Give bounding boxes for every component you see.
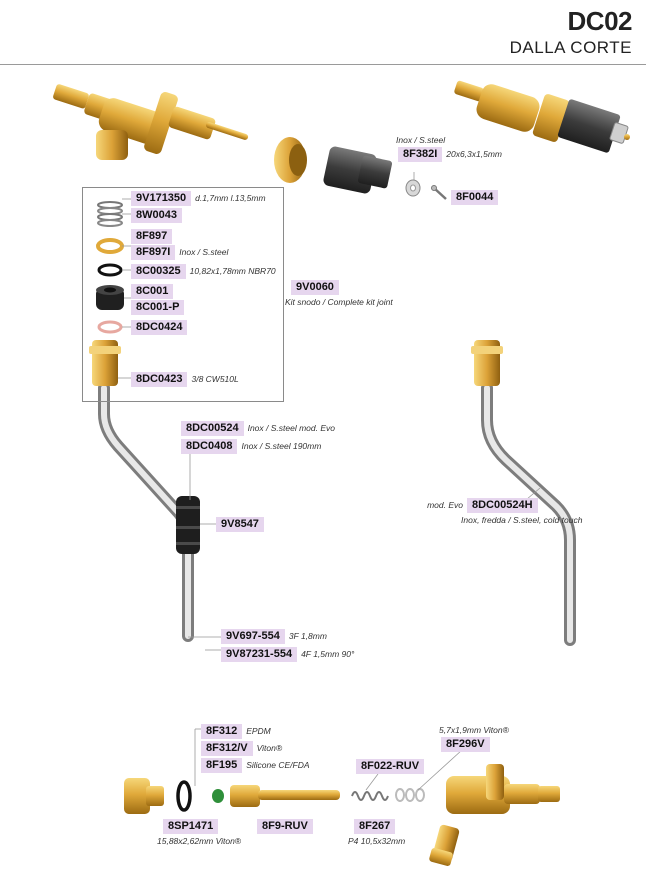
document-code: DC02	[567, 6, 633, 36]
header-divider	[0, 64, 646, 65]
part-note-8f312: EPDM	[246, 726, 271, 736]
pin-8f0044-illustration	[431, 185, 447, 200]
part-code-8f296v: 8F296V	[441, 737, 490, 752]
part-code-8c00325: 8C00325	[131, 264, 186, 279]
part-code-8c001p: 8C001-P	[131, 300, 185, 315]
part-note-8f312v: Viton®	[256, 743, 283, 753]
valve-body-right-illustration	[454, 80, 630, 153]
part-spec-8f296v: 5,7x1,9mm Viton®	[439, 725, 509, 735]
valve-body-left-illustration	[53, 84, 249, 160]
part-note-9v87231554: 4F 1,5mm 90°	[301, 649, 355, 659]
cartridge-illustration	[323, 146, 393, 194]
part-model-8dc00524h: mod. Evo	[427, 500, 463, 510]
part-note-8dc0408: Inox / S.steel 190mm	[241, 441, 322, 451]
washer-8f382i-illustration	[405, 179, 421, 197]
part-code-8f897i: 8F897I	[131, 245, 176, 260]
steam-pipe-illustration	[89, 340, 200, 642]
part-code-9v697554: 9V697-554	[221, 629, 285, 644]
oring-8c00325-illustration	[97, 263, 123, 277]
complete-kit-joint-frame	[82, 187, 284, 402]
part-note-8f897i: Inox / S.steel	[179, 247, 229, 257]
part-code-8dc0423: 8DC0423	[131, 372, 188, 387]
spring-9v171350-illustration	[97, 201, 123, 227]
cold-touch-pipe-illustration	[471, 340, 576, 646]
part-code-9v87231554: 9V87231-554	[221, 647, 298, 662]
part-note-8c00325: 10,82x1,78mm NBR70	[189, 266, 276, 276]
part-note-8f382i: 20x6,3x1,5mm	[446, 149, 502, 159]
part-code-8sp1471: 8SP1471	[163, 819, 219, 834]
part-code-9v171350: 9V171350	[131, 191, 192, 206]
part-code-8f195: 8F195	[201, 758, 243, 773]
part-note-9v697554: 3F 1,8mm	[288, 631, 327, 641]
spring-8f267-illustration	[351, 791, 389, 801]
valve-body-bottom-illustration	[429, 764, 560, 866]
oring-8f296v-illustration	[395, 788, 425, 802]
part-spec-8f382i: Inox / S.steel	[396, 135, 446, 145]
brand-name: DALLA CORTE	[509, 38, 632, 57]
part-note-8dc0423: 3/8 CW510L	[191, 374, 239, 384]
part-note-8f195: Silicone CE/FDA	[246, 760, 310, 770]
fitting-8sp1471-illustration	[124, 778, 164, 814]
part-code-8dc00524: 8DC00524	[181, 421, 244, 436]
part-code-8f312: 8F312	[201, 724, 243, 739]
part-desc-9v0060: Kit snodo / Complete kit joint	[285, 297, 393, 307]
part-code-8w0043: 8W0043	[131, 208, 182, 223]
seal-8f312-illustration	[212, 789, 224, 803]
valve-stem-8f9ruv-illustration	[230, 785, 340, 807]
part-code-8dc0424: 8DC0424	[131, 320, 188, 335]
part-code-9v8547: 9V8547	[216, 517, 264, 532]
part-code-8f897: 8F897	[131, 229, 173, 244]
gasket-8c001-illustration	[96, 285, 124, 310]
part-desc-8dc00524h: Inox, fredda / S.steel, cold touch	[461, 515, 583, 525]
part-code-8c001: 8C001	[131, 284, 174, 299]
part-desc-8f267: P4 10,5x32mm	[348, 836, 406, 846]
part-desc-8sp1471: 15,88x2,62mm Viton®	[157, 836, 242, 846]
part-code-8f382i: 8F382I	[398, 147, 443, 162]
part-code-8dc0408: 8DC0408	[181, 439, 238, 454]
bushing-illustration	[274, 137, 307, 183]
ring-8dc0424-illustration	[97, 320, 123, 334]
part-code-8f312v: 8F312/V	[201, 741, 253, 756]
oring-8sp1471-illustration	[176, 780, 192, 812]
part-code-8dc00524h: 8DC00524H	[467, 498, 538, 513]
part-code-9v0060: 9V0060	[291, 280, 339, 295]
part-note-9v171350: d.1,7mm l.13,5mm	[195, 193, 266, 203]
part-note-8dc00524: Inox / S.steel mod. Evo	[247, 423, 335, 433]
part-code-8f267: 8F267	[354, 819, 396, 834]
part-code-8f0044: 8F0044	[451, 190, 499, 205]
part-code-8f9ruv: 8F9-RUV	[257, 819, 313, 834]
part-code-8f022ruv: 8F022-RUV	[356, 759, 425, 774]
